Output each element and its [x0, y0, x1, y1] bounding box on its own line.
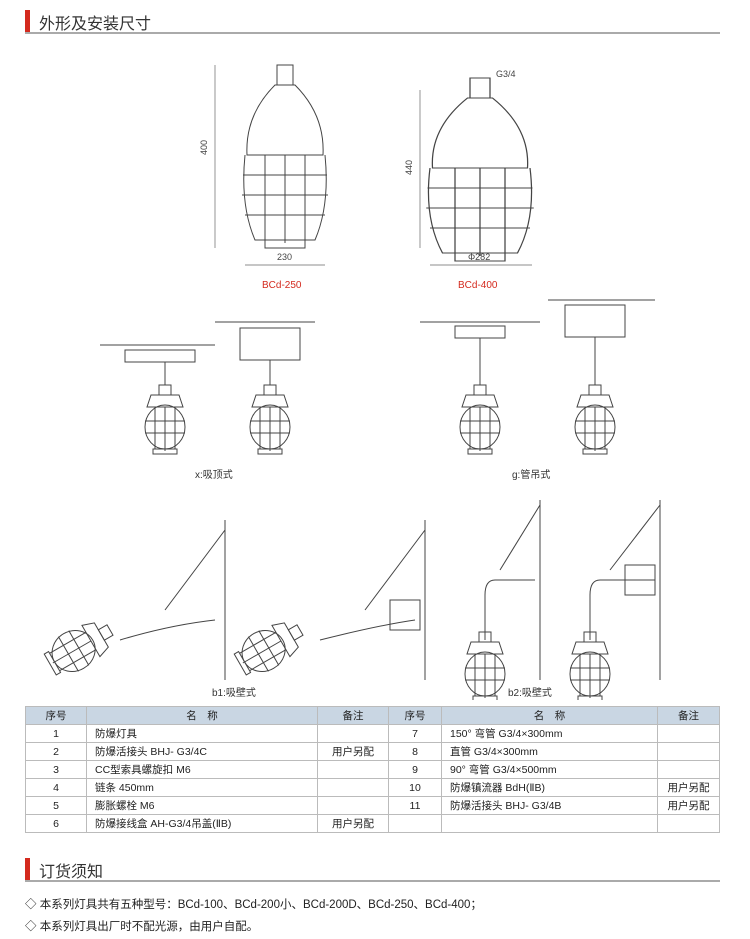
- dim-width-250: 230: [277, 252, 292, 262]
- cell-remark: 用户另配: [657, 778, 720, 797]
- cell-name: CC型索具螺旋扣 M6: [86, 760, 318, 779]
- col-name: 名 称: [86, 706, 318, 725]
- cell-no: 4: [25, 778, 87, 797]
- section-title: 外形及安装尺寸: [39, 14, 152, 33]
- cell-name: 防爆活接头 BHJ- G3/4C: [86, 742, 318, 761]
- cell-remark: [317, 796, 389, 815]
- thread-label: G3/4: [496, 69, 516, 79]
- dim-height-250: 400: [199, 140, 209, 155]
- col-remark: 备注: [317, 706, 389, 725]
- cell-no: 5: [25, 796, 87, 815]
- cell-remark: [317, 778, 389, 797]
- accent-bar: [25, 858, 30, 880]
- cell-remark: [657, 760, 720, 779]
- cell-remark: [317, 724, 389, 743]
- cell-remark: 用户另配: [317, 814, 389, 833]
- table-header-row: 序号 名 称 备注 序号 名 称 备注: [25, 706, 720, 725]
- cell-name: 150° 弯管 G3/4×300mm: [441, 724, 658, 743]
- section-header-dimensions: 外形及安装尺寸: [25, 8, 720, 34]
- cell-no: 11: [388, 796, 442, 815]
- cell-no: 9: [388, 760, 442, 779]
- model-label-bcd400: BCd-400: [458, 280, 498, 291]
- cell-no: 10: [388, 778, 442, 797]
- cell-no: 1: [25, 724, 87, 743]
- note-item: ◇ 本系列灯具共有五种型号：BCd-100、BCd-200小、BCd-200D、…: [25, 899, 482, 911]
- col-no-2: 序号: [388, 706, 442, 725]
- cell-no: [388, 814, 442, 833]
- cell-name: 防爆灯具: [86, 724, 318, 743]
- cell-remark: [657, 724, 720, 743]
- cell-name: 防爆活接头 BHJ- G3/4B: [441, 796, 658, 815]
- mount-label-x: x:吸顶式: [195, 468, 233, 481]
- cell-name: 链条 450mm: [86, 778, 318, 797]
- mount-label-b2: b2:吸壁式: [508, 686, 552, 699]
- installation-drawings: 400 230 BCd-250 G3/4 440 Φ282 BCd-400 x:…: [39, 64, 661, 700]
- mount-label-b1: b1:吸壁式: [212, 686, 256, 699]
- cell-remark: 用户另配: [657, 796, 720, 815]
- cell-no: 3: [25, 760, 87, 779]
- cell-name: 90° 弯管 G3/4×500mm: [441, 760, 658, 779]
- cell-name: 直管 G3/4×300mm: [441, 742, 658, 761]
- note-item: ◇ 本系列灯具出厂时不配光源，由用户自配。: [25, 921, 259, 933]
- dim-diameter-400: Φ282: [468, 252, 490, 262]
- cell-remark: 用户另配: [317, 742, 389, 761]
- model-label-bcd250: BCd-250: [262, 280, 302, 291]
- cell-remark: [657, 742, 720, 761]
- cell-no: 7: [388, 724, 442, 743]
- mount-label-g: g:管吊式: [512, 468, 550, 481]
- cell-no: 8: [388, 742, 442, 761]
- col-no: 序号: [25, 706, 87, 725]
- col-remark-2: 备注: [657, 706, 720, 725]
- accent-bar: [25, 10, 30, 32]
- cell-name: 防爆镇流器 BdH(ⅡB): [441, 778, 658, 797]
- col-name-2: 名 称: [441, 706, 658, 725]
- dim-height-400: 440: [404, 160, 414, 175]
- cell-name: [441, 814, 658, 833]
- cell-remark: [317, 760, 389, 779]
- cell-name: 膨胀螺栓 M6: [86, 796, 318, 815]
- cell-name: 防爆接线盒 AH-G3/4吊盖(ⅡB): [86, 814, 318, 833]
- cell-no: 2: [25, 742, 87, 761]
- cell-remark: [657, 814, 720, 833]
- cell-no: 6: [25, 814, 87, 833]
- section-title: 订货须知: [39, 862, 104, 881]
- section-header-ordering: 订货须知: [25, 856, 720, 882]
